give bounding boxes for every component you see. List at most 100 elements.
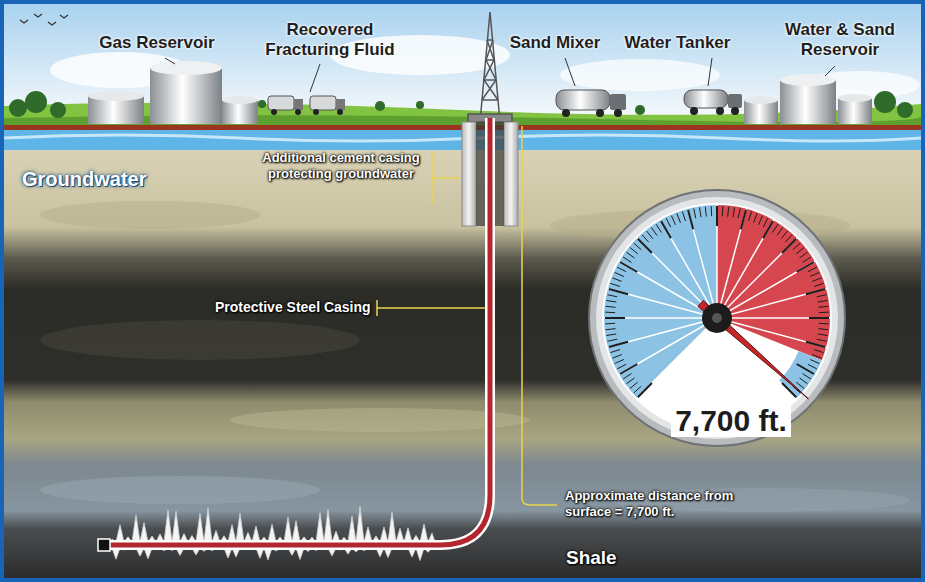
birds-part	[48, 22, 56, 25]
depth-gauge-part	[818, 329, 828, 330]
depth-gauge-part	[722, 206, 724, 216]
drilling-derrick-part	[480, 12, 500, 122]
yellow-leader-lines-part	[432, 177, 459, 179]
depth-gauge-part	[630, 248, 638, 254]
depth-gauge-part	[712, 313, 722, 323]
depth-gauge-part	[647, 231, 653, 239]
trees-part	[258, 100, 266, 108]
depth-gauge-part	[623, 257, 631, 262]
surface-leader-lines-part	[565, 58, 575, 86]
depth-gauge-part	[589, 190, 845, 446]
depth-gauge-part	[617, 364, 626, 369]
depth-gauge-part	[717, 317, 830, 319]
depth-gauge-part	[615, 272, 624, 276]
birds	[20, 14, 68, 25]
water-sand-tanks-part	[780, 74, 836, 86]
depth-gauge-part	[605, 323, 615, 325]
depth-gauge-part	[677, 213, 681, 222]
depth-gauge-part	[634, 386, 641, 393]
trees-part	[375, 101, 385, 111]
depth-gauge-part	[607, 295, 617, 297]
depth-gauge-part	[781, 231, 787, 239]
well-bore-part	[108, 118, 490, 545]
depth-gauge-part	[806, 342, 825, 347]
depth-gauge-part	[661, 221, 671, 238]
depth-gauge-part	[606, 300, 616, 302]
ground-layers-part	[40, 476, 320, 504]
depth-gauge-part	[651, 227, 657, 235]
gas-tanks-part	[150, 68, 222, 124]
depth-gauge-part	[758, 216, 762, 225]
trees-part	[635, 105, 645, 115]
depth-gauge-part	[814, 350, 824, 353]
depth-gauge-part	[808, 267, 817, 272]
fractures	[112, 506, 436, 560]
depth-gauge-part	[612, 355, 621, 359]
depth-gauge-part	[741, 210, 746, 229]
depth-gauge-part	[717, 209, 746, 318]
depth-gauge-part	[638, 239, 652, 253]
depth-gauge-part	[717, 289, 826, 318]
depth-gauge-part	[763, 221, 773, 238]
drilling-derrick-part	[482, 40, 498, 100]
ground-layers-part	[40, 201, 260, 229]
depth-gauge-part	[609, 289, 628, 294]
depth-gauge-part	[666, 218, 671, 227]
water-tanker-truck-part	[731, 107, 739, 115]
gas-tanks-part	[222, 96, 258, 104]
trees-part	[25, 91, 47, 113]
depth-gauge-part	[612, 278, 621, 282]
callout-label: Approximate distance from surface = 7,70…	[565, 488, 775, 519]
depth-gauge-part	[617, 267, 626, 272]
well-bore	[98, 118, 490, 551]
depth-gauge-part	[754, 213, 758, 222]
depth-gauge-part	[716, 206, 718, 226]
depth-gauge-part	[817, 339, 827, 341]
well-bore-part	[108, 118, 490, 545]
depth-gauge-part	[605, 317, 625, 319]
sand-mixer-truck-part	[610, 94, 626, 110]
callout-label: Shale	[566, 547, 617, 570]
trees-part	[874, 91, 896, 113]
depth-gauge-part	[604, 205, 717, 398]
trees-part	[897, 102, 913, 118]
callout-label: Water Tanker	[610, 33, 745, 53]
depth-gauge-part	[711, 206, 713, 216]
birds-part	[60, 15, 68, 18]
depth-gauge-part	[606, 306, 616, 307]
depth-gauge-part	[812, 278, 821, 282]
depth-gauge-part	[806, 289, 825, 294]
water-tanker-truck-part	[728, 94, 742, 108]
callout-label: Protective Steel Casing	[215, 299, 371, 316]
birds-part	[34, 14, 42, 17]
depth-gauge-part	[818, 306, 828, 307]
well-bore-part	[98, 539, 110, 551]
fracture-spikes	[112, 506, 436, 545]
depth-gauge-part	[638, 383, 652, 397]
water-sand-tanks	[744, 74, 872, 124]
depth-gauge-part	[782, 239, 796, 253]
fluid-trucks-part	[310, 96, 336, 110]
water-sand-tanks-part	[780, 80, 836, 124]
depth-gauge-part	[717, 262, 815, 319]
depth-value: 7,700 ft.	[671, 404, 791, 437]
depth-gauge-part	[615, 359, 624, 363]
trees-part	[50, 102, 66, 118]
depth-gauge-part	[716, 205, 718, 318]
water-sand-tanks-part	[838, 94, 872, 102]
depth-gauge-part	[817, 295, 827, 297]
sand-mixer-truck-part	[562, 109, 570, 117]
depth-gauge-part	[604, 317, 717, 319]
gauge-dial: 7,700 ft.	[589, 190, 845, 446]
depth-gauge-part	[797, 262, 814, 272]
depth-gauge	[589, 190, 845, 446]
depth-gauge-part	[699, 207, 701, 217]
yellow-leader-lines-part	[522, 126, 557, 505]
depth-gauge-part	[698, 300, 809, 398]
depth-gauge-part	[630, 382, 638, 388]
water-tanker-truck-part	[684, 90, 728, 108]
water-tanker-truck-part	[716, 107, 724, 115]
gas-tanks-part	[150, 61, 222, 75]
